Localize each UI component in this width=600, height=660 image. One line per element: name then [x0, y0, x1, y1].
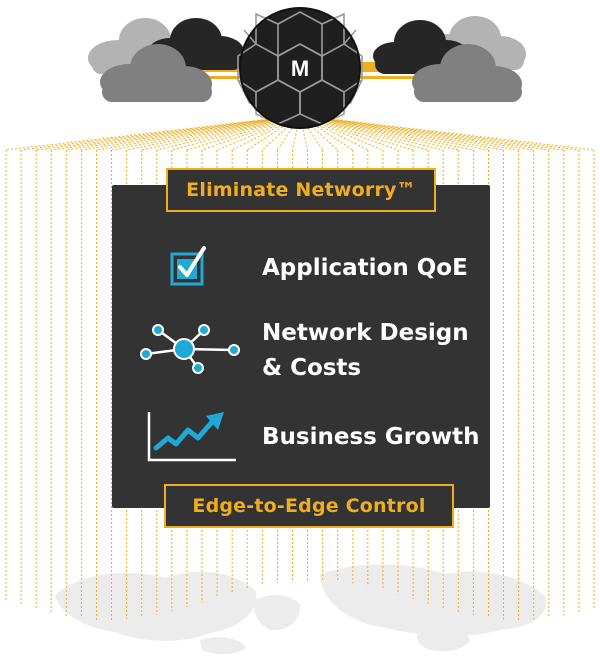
connection-ray [111, 117, 287, 151]
item-network-design-costs: Network Design & Costs [262, 316, 469, 386]
connection-ray [312, 117, 474, 151]
cloud-icon [100, 44, 212, 102]
connection-ray [5, 117, 280, 151]
connection-ray [156, 117, 290, 151]
connection-ray [320, 117, 595, 151]
connection-ray [36, 117, 282, 151]
network-nodes-icon [140, 324, 240, 374]
cloud-icon [412, 44, 522, 102]
connection-ray [141, 117, 289, 151]
connector-line-left [150, 76, 300, 79]
item-application-qoe: Application QoE [262, 255, 468, 281]
globe-icon: M [237, 7, 363, 129]
banner-eliminate-networry: Eliminate Networry™ [166, 168, 436, 212]
connection-ray [313, 117, 489, 151]
connection-ray [310, 117, 444, 151]
connection-ray [171, 117, 291, 151]
growth-chart-icon [147, 412, 236, 462]
connector-line-right [300, 76, 460, 79]
connection-ray [126, 117, 288, 151]
connection-ray [21, 117, 281, 151]
connection-ray [316, 117, 534, 151]
connection-ray [319, 117, 579, 151]
logo-letter: M [291, 56, 309, 81]
world-map-icon [55, 564, 547, 655]
connection-ray [66, 117, 284, 151]
connection-ray [51, 117, 283, 151]
item-network-design-line2: & Costs [262, 355, 362, 381]
item-network-design-line1: Network Design [262, 320, 469, 346]
banner-edge-to-edge-control: Edge-to-Edge Control [164, 484, 454, 528]
connection-ray [309, 117, 429, 151]
connection-ray [311, 117, 459, 151]
item-business-growth: Business Growth [262, 424, 480, 450]
cloud-hub-graphic: M [88, 7, 526, 129]
checkbox-icon [170, 246, 206, 286]
connection-ray [317, 117, 549, 151]
